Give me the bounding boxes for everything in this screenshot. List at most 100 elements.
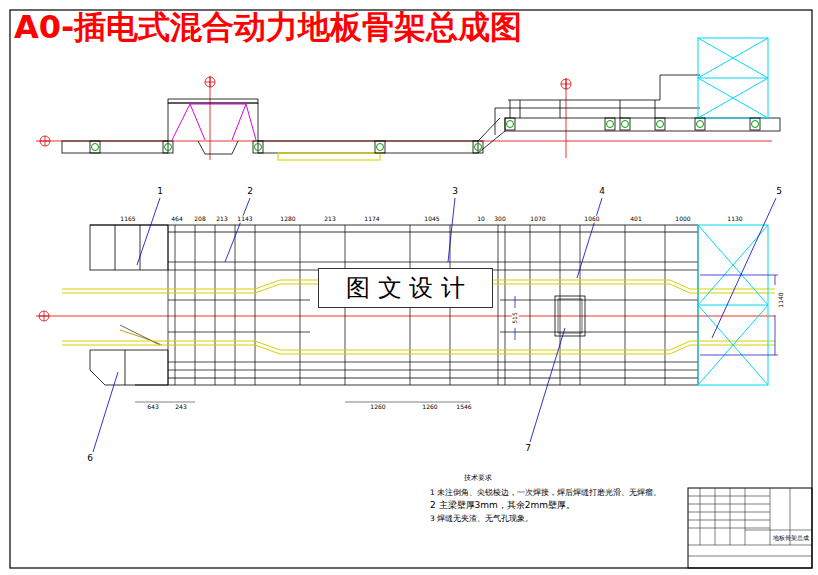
frame-line — [300, 225, 301, 385]
frame-line — [135, 385, 698, 386]
callout-number: 1 — [157, 187, 163, 197]
title-block — [770, 488, 771, 545]
cyan-tower — [698, 78, 768, 118]
frame-line — [655, 100, 656, 118]
dimension: 1140 — [778, 292, 785, 307]
dimension-line — [135, 402, 195, 403]
dimension: 10 — [477, 216, 485, 223]
frame-line — [505, 225, 506, 385]
dimension: 464 — [171, 216, 182, 223]
frame-line — [660, 75, 700, 76]
section-box — [90, 141, 100, 153]
dimension-line — [700, 355, 778, 356]
title-block — [688, 488, 812, 568]
frame-line — [168, 370, 698, 371]
dimension: 1260 — [422, 404, 437, 411]
section-box — [655, 118, 665, 130]
section-symbol — [475, 144, 482, 151]
center-mark — [566, 79, 567, 89]
center-mark — [39, 311, 49, 321]
dimension: 213 — [324, 216, 335, 223]
dimension-line — [700, 275, 778, 276]
dimension: 643 — [147, 404, 158, 411]
section-symbol — [92, 144, 99, 151]
frame-line — [660, 75, 661, 100]
frame-line — [530, 225, 531, 385]
dimension: 1260 — [370, 404, 385, 411]
frame-line — [215, 225, 216, 385]
title-block — [688, 556, 812, 557]
frame-member — [558, 299, 582, 333]
title-block — [688, 504, 770, 505]
section-symbol — [607, 121, 614, 128]
center-mark — [205, 77, 215, 87]
frame-member — [168, 99, 258, 103]
frame-line — [665, 225, 666, 385]
leader-line — [137, 198, 160, 265]
watermark-text: 图 文 设 计 — [346, 272, 465, 304]
note-text: 1 未注倒角、尖锐棱边，一次焊接，焊后焊缝打磨光滑、无焊瘤。 — [430, 489, 661, 497]
frame-line — [255, 225, 256, 385]
frame-line — [560, 225, 561, 385]
cyan-truss — [698, 305, 768, 385]
dimension-line — [515, 296, 516, 308]
callout-number: 6 — [87, 454, 93, 464]
frame-member — [90, 225, 168, 270]
dimension: 208 — [194, 216, 205, 223]
title-block — [688, 512, 770, 513]
frame-line — [520, 100, 521, 118]
section-symbol — [507, 121, 514, 128]
title-block — [730, 488, 731, 545]
tunnel-dip — [198, 141, 238, 154]
leader-line — [225, 198, 250, 262]
watermark-box: 图 文 设 计 — [318, 268, 493, 308]
rail — [62, 345, 775, 354]
dimension: 1060 — [584, 216, 599, 223]
title-block — [745, 530, 812, 531]
frame-line — [90, 225, 698, 226]
frame-line — [168, 262, 698, 263]
frame-line — [195, 225, 196, 385]
title-block — [688, 528, 770, 529]
frame-line — [620, 100, 621, 118]
section-symbol — [657, 121, 664, 128]
dimension: 1165 — [120, 216, 135, 223]
leader-line — [448, 198, 455, 262]
dimension: 515 — [512, 312, 519, 323]
center-line — [210, 76, 211, 160]
title-block — [688, 545, 812, 546]
battery-frame — [278, 153, 380, 160]
dimension-line — [515, 328, 516, 340]
frame-member — [505, 118, 780, 131]
center-mark — [45, 136, 46, 146]
center-line — [36, 316, 775, 317]
frame-line — [498, 225, 499, 385]
center-mark — [40, 136, 50, 146]
frame-member — [555, 296, 585, 336]
cyan-tower — [698, 78, 768, 79]
section-symbol — [255, 144, 262, 151]
notes-heading: 技术要求 — [464, 475, 492, 483]
note-text: 2 主梁壁厚3mm，其余2mm壁厚。 — [430, 501, 575, 511]
callout-number: 5 — [776, 187, 782, 197]
leader-line — [712, 198, 776, 338]
section-box — [253, 141, 263, 153]
dimension: 1000 — [675, 216, 690, 223]
frame-line — [560, 100, 561, 118]
section-box — [163, 141, 173, 153]
title-block — [745, 488, 746, 545]
callout-number: 4 — [599, 187, 605, 197]
frame-line — [580, 225, 581, 385]
center-mark — [210, 77, 211, 87]
title-block — [700, 488, 701, 545]
section-box — [750, 118, 760, 130]
cyan-tower — [698, 38, 768, 78]
frame-line — [168, 332, 310, 333]
frame-line — [235, 225, 236, 385]
section-symbol — [697, 121, 704, 128]
sheet-border — [10, 10, 812, 568]
frame-line — [168, 300, 310, 301]
section-symbol — [752, 121, 759, 128]
brace — [190, 104, 246, 105]
center-mark — [561, 79, 571, 89]
